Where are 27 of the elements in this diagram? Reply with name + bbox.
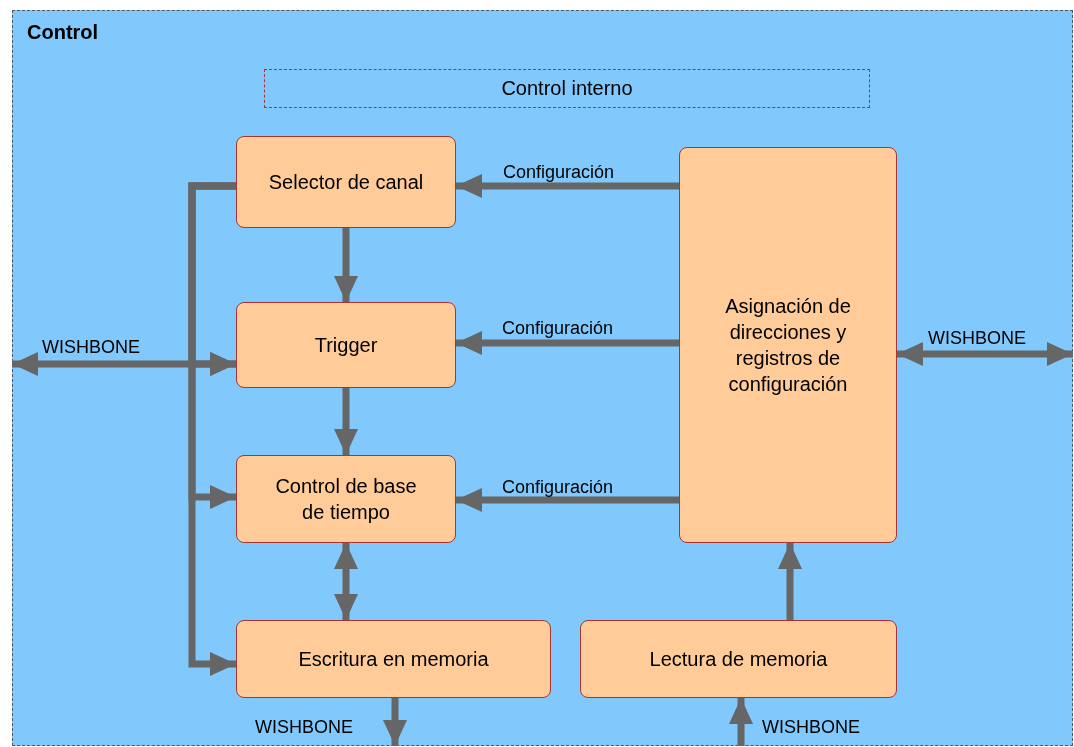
arrow — [383, 698, 407, 746]
arrow — [334, 388, 358, 455]
arrow — [456, 174, 679, 198]
process-box: Escritura en memoria — [236, 620, 551, 698]
edge-label: WISHBONE — [42, 337, 140, 358]
arrow — [334, 228, 358, 302]
arrow — [897, 342, 1073, 366]
process-box: Selector de canal — [236, 136, 456, 228]
edge-label: Configuración — [502, 318, 614, 339]
arrow — [778, 543, 802, 620]
edge-label: WISHBONE — [762, 717, 860, 738]
bus-arrow — [188, 182, 236, 676]
process-box: Control de base de tiempo — [236, 455, 456, 543]
process-box: Asignación de direcciones y registros de configuración — [679, 147, 897, 543]
edge-label: WISHBONE — [255, 717, 353, 738]
container-panel — [12, 10, 1073, 746]
arrow — [334, 543, 358, 620]
process-box: Lectura de memoria — [580, 620, 897, 698]
arrow — [456, 488, 679, 512]
edge-label: WISHBONE — [928, 328, 1026, 349]
panel-title: Control — [27, 21, 99, 44]
arrow — [456, 331, 679, 355]
edge-label: Configuración — [502, 477, 614, 498]
edge-label: Configuración — [503, 162, 615, 183]
arrow — [729, 698, 753, 746]
dashed-region-label: Control interno — [264, 69, 870, 108]
process-box: Trigger — [236, 302, 456, 388]
